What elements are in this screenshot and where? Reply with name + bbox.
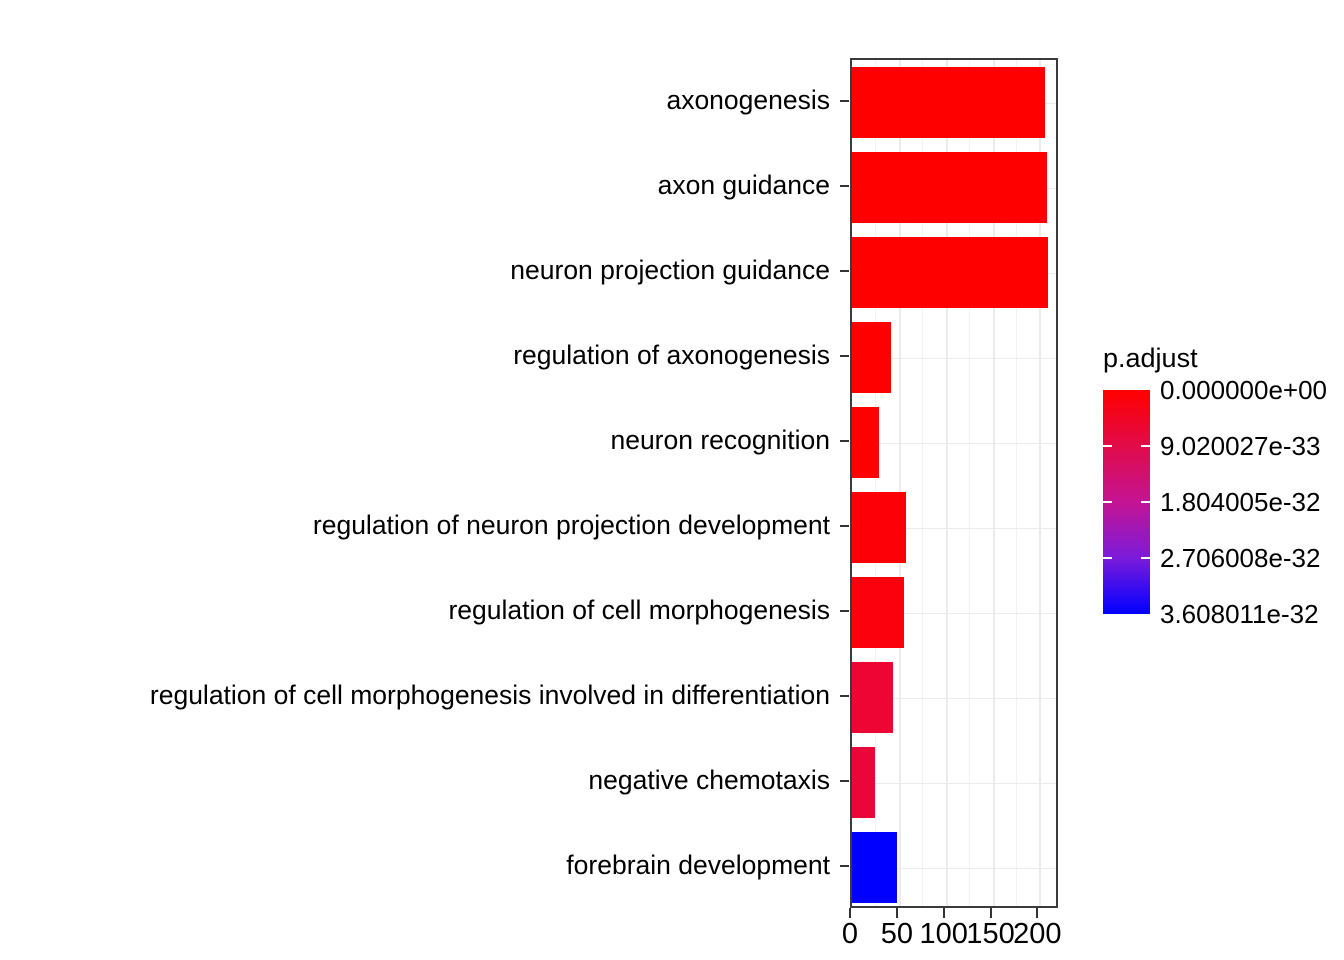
y-axis-label-item: regulation of axonogenesis: [0, 336, 840, 376]
gridline-major-horizontal: [852, 867, 1056, 869]
gridline-major-horizontal: [852, 527, 1056, 529]
legend-colorbar-tick: [1103, 557, 1112, 559]
gridline-major-horizontal: [852, 782, 1056, 784]
gridline-minor-vertical: [969, 60, 971, 906]
bar[interactable]: [852, 406, 880, 479]
gridline-major-horizontal: [852, 357, 1056, 359]
x-axis-tick-label: 50: [880, 918, 913, 950]
y-axis-label-text: regulation of neuron projection developm…: [312, 510, 830, 541]
x-axis-tick-label: 100: [919, 918, 968, 950]
legend-colorbar-tick: [1141, 557, 1150, 559]
y-axis-label-text: regulation of axonogenesis: [513, 340, 830, 371]
x-axis-tick-label: 0: [841, 918, 859, 950]
gridline-major-vertical: [992, 60, 995, 906]
x-axis-tick-label: 200: [1013, 918, 1062, 950]
bar[interactable]: [852, 236, 1048, 309]
y-axis-label-text: forebrain development: [566, 850, 830, 881]
y-axis-label-text: axon guidance: [657, 170, 830, 201]
x-axis-tick-mark: [849, 908, 851, 918]
gridline-major-horizontal: [852, 612, 1056, 614]
gridline-minor-vertical: [922, 60, 924, 906]
bar[interactable]: [852, 66, 1045, 139]
gridline-minor-vertical: [875, 60, 877, 906]
gridline-major-vertical: [898, 60, 901, 906]
gridline-minor-vertical: [1015, 60, 1017, 906]
bar[interactable]: [852, 661, 894, 734]
y-axis-tick-mark: [840, 609, 849, 612]
y-axis-label-text: negative chemotaxis: [588, 765, 830, 796]
y-axis-tick-mark: [840, 524, 849, 527]
y-axis-label-text: regulation of cell morphogenesis involve…: [149, 680, 830, 711]
y-axis-label-item: neuron projection guidance: [0, 251, 840, 291]
x-axis-tick-label: 150: [966, 918, 1015, 950]
legend-colorbar-gradient: [1103, 390, 1150, 614]
x-axis-tick-mark: [942, 908, 945, 918]
y-axis-tick-mark: [840, 354, 849, 357]
bar[interactable]: [852, 491, 907, 564]
y-axis-label-text: neuron recognition: [610, 425, 830, 456]
y-axis-label-item: neuron recognition: [0, 421, 840, 461]
bar[interactable]: [852, 576, 904, 649]
gridline-major-horizontal: [852, 442, 1056, 444]
legend-title: p.adjust: [1103, 343, 1198, 373]
legend-colorbar-tick: [1141, 445, 1150, 447]
y-axis-label-text: regulation of cell morphogenesis: [448, 595, 830, 626]
legend-p-adjust: p.adjust 0.000000e+00 9.020027e-33 1.80400…: [1100, 345, 1344, 635]
x-axis-tick-mark: [1036, 908, 1039, 918]
x-axis-tick-mark: [895, 908, 898, 918]
legend-value-label: 0.000000e+00: [1160, 375, 1328, 405]
bar[interactable]: [852, 831, 897, 904]
y-axis-label-item: axonogenesis: [0, 81, 840, 121]
legend-colorbar-tick: [1141, 501, 1150, 503]
y-axis-label-text: axonogenesis: [666, 85, 830, 116]
legend-value-label: 2.706008e-32: [1160, 543, 1321, 573]
y-axis-tick-mark: [840, 439, 849, 442]
y-axis-tick-mark: [840, 779, 849, 782]
bar[interactable]: [852, 746, 876, 819]
bar[interactable]: [852, 321, 892, 394]
legend-colorbar-tick: [1103, 501, 1112, 503]
y-axis-tick-mark: [840, 864, 849, 867]
x-axis-tick-mark: [989, 908, 992, 918]
gridline-major-horizontal: [852, 697, 1056, 699]
y-axis-label-item: regulation of neuron projection developm…: [0, 506, 840, 546]
legend-colorbar-tick: [1103, 445, 1112, 447]
y-axis-label-item: regulation of cell morphogenesis involve…: [0, 676, 840, 716]
y-axis-tick-mark: [840, 694, 849, 697]
y-axis-label-text: neuron projection guidance: [510, 255, 830, 286]
legend-value-label: 9.020027e-33: [1160, 431, 1321, 461]
legend-value-label: 3.608011e-32: [1160, 599, 1319, 629]
y-axis-tick-mark: [840, 269, 849, 272]
y-axis-label-item: forebrain development: [0, 846, 840, 886]
bar[interactable]: [852, 151, 1047, 224]
y-axis-tick-mark: [840, 184, 849, 187]
legend-value-label: 1.804005e-32: [1160, 487, 1321, 517]
y-axis-label-item: axon guidance: [0, 166, 840, 206]
y-axis-category-labels: axonogenesis axon guidance neuron projecti…: [0, 58, 849, 908]
y-axis-tick-mark: [840, 99, 849, 102]
y-axis-label-item: regulation of cell morphogenesis: [0, 591, 840, 631]
plot-panel: [850, 58, 1058, 908]
y-axis-label-item: negative chemotaxis: [0, 761, 840, 801]
gridline-major-vertical: [1039, 60, 1042, 906]
gridline-major-vertical: [945, 60, 948, 906]
